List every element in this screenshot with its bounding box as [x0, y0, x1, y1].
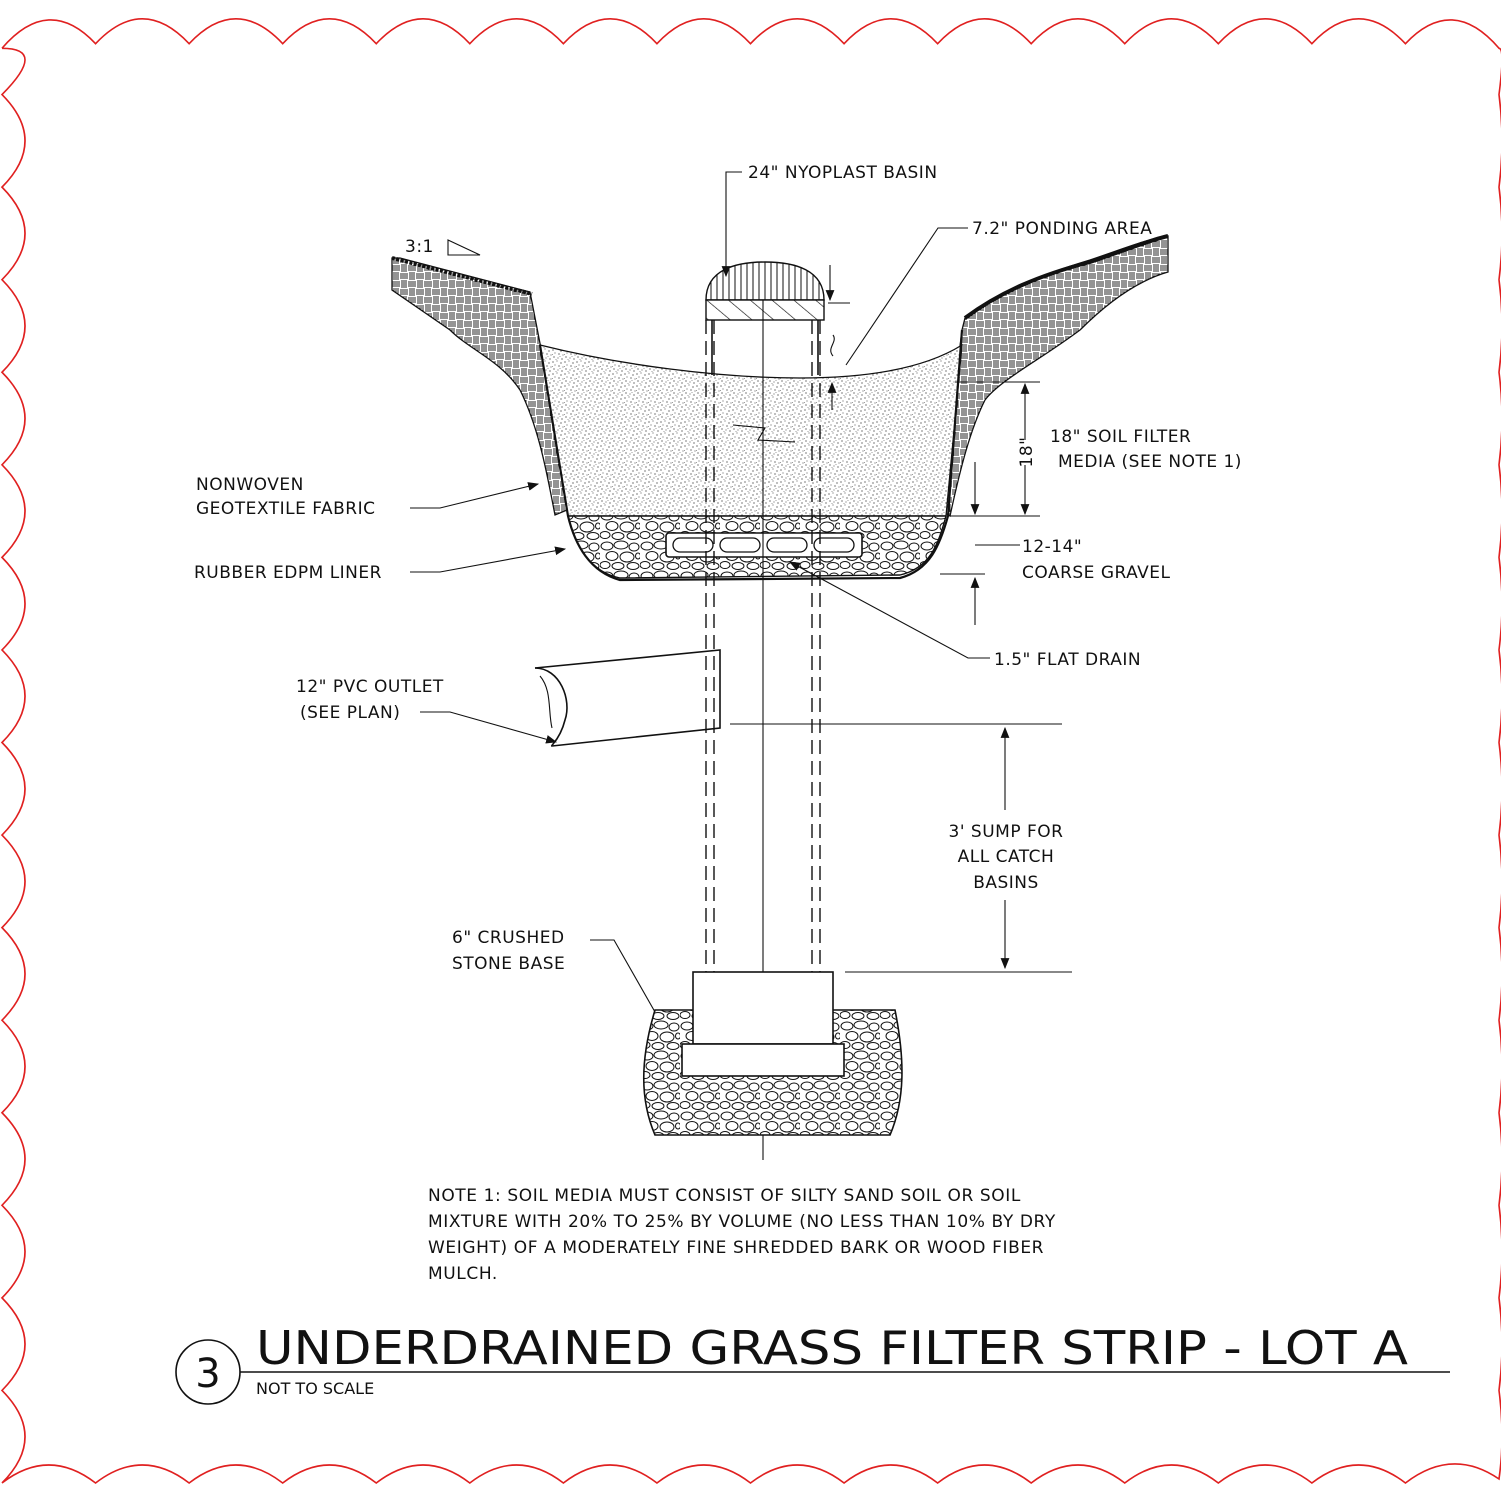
soil-filter-media	[539, 343, 963, 517]
label-soil-filter-2: MEDIA (SEE NOTE 1)	[1058, 452, 1242, 472]
label-stone-2: STONE BASE	[452, 954, 565, 974]
right-turf-line	[963, 234, 1169, 320]
basin-pipe-hidden-lines	[705, 320, 821, 1045]
crushed-stone-base	[642, 971, 903, 1136]
label-gravel-2: COARSE GRAVEL	[1022, 563, 1171, 583]
note-line-4: MULCH.	[428, 1264, 498, 1284]
left-embankment-soil	[391, 257, 573, 516]
label-geotextile-2: GEOTEXTILE FABRIC	[196, 499, 376, 519]
label-sump-2: ALL CATCH	[958, 847, 1055, 867]
label-sump-1: 3' SUMP FOR	[949, 822, 1064, 842]
left-turf-line	[391, 256, 533, 296]
label-ponding-area: 7.2" PONDING AREA	[972, 219, 1152, 239]
label-geotextile-1: NONWOVEN	[196, 475, 304, 495]
note-line-3: WEIGHT) OF A MODERATELY FINE SHREDDED BA…	[428, 1238, 1044, 1258]
label-flat-drain: 1.5" FLAT DRAIN	[994, 650, 1141, 670]
slope-symbol	[447, 239, 481, 256]
break-symbol	[732, 424, 796, 443]
detail-title: UNDERDRAINED GRASS FILTER STRIP - LOT A	[256, 1321, 1409, 1375]
leader-lines	[410, 171, 990, 1013]
note-block: NOTE 1: SOIL MEDIA MUST CONSIST OF SILTY…	[428, 1186, 1056, 1284]
pvc-outlet-pipe	[534, 649, 721, 747]
label-dim-18: 18"	[1017, 437, 1037, 468]
dimension-lines	[730, 265, 1072, 973]
revision-cloud-border	[0, 18, 1501, 1485]
detail-scale: NOT TO SCALE	[256, 1379, 374, 1398]
label-sump-3: BASINS	[973, 873, 1039, 893]
label-nyoplast-basin: 24" NYOPLAST BASIN	[748, 163, 938, 183]
label-stone-1: 6" CRUSHED	[452, 928, 565, 948]
label-slope: 3:1	[405, 237, 434, 257]
note-line-2: MIXTURE WITH 20% TO 25% BY VOLUME (NO LE…	[428, 1212, 1056, 1232]
flat-drain	[665, 532, 863, 558]
label-soil-filter-1: 18" SOIL FILTER	[1050, 427, 1191, 447]
title-block: 3 UNDERDRAINED GRASS FILTER STRIP - LOT …	[175, 1321, 1450, 1405]
label-pvc-1: 12" PVC OUTLET	[296, 677, 444, 697]
edpm-liner-line	[538, 329, 964, 582]
right-embankment-soil	[939, 235, 1169, 518]
note-line-1: NOTE 1: SOIL MEDIA MUST CONSIST OF SILTY…	[428, 1186, 1021, 1206]
label-edpm-liner: RUBBER EDPM LINER	[194, 563, 382, 583]
label-pvc-2: (SEE PLAN)	[300, 703, 400, 723]
label-gravel-1: 12-14"	[1022, 537, 1082, 557]
nyoplast-basin-grate	[705, 261, 825, 375]
detail-number: 3	[195, 1351, 220, 1397]
